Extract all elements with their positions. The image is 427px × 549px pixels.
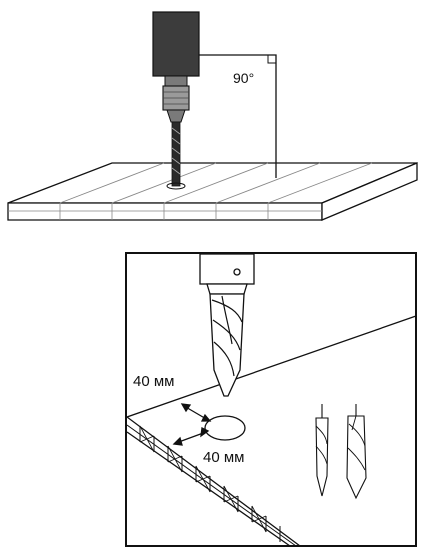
top-illustration: 90° <box>7 11 418 221</box>
drill-body <box>152 11 200 77</box>
edge-distance-top-label: 40 мм <box>133 373 174 390</box>
edge-distance-bottom-label: 40 мм <box>203 449 244 466</box>
drill-chuck <box>164 75 188 87</box>
detail-illustration: 40 мм 40 мм <box>125 252 417 547</box>
dimension-arrows <box>172 403 212 446</box>
drill-bit-icon <box>171 121 181 187</box>
drill-icon <box>152 11 200 190</box>
detail-panel <box>126 315 417 547</box>
polycarbonate-panel <box>7 162 418 221</box>
right-angle-guide <box>199 54 277 178</box>
detail-drill-bit-icon <box>199 253 255 397</box>
small-drill-bits-icon <box>315 404 367 500</box>
detail-frame <box>125 252 417 547</box>
angle-label: 90° <box>233 70 254 86</box>
hole-marker <box>204 415 246 441</box>
